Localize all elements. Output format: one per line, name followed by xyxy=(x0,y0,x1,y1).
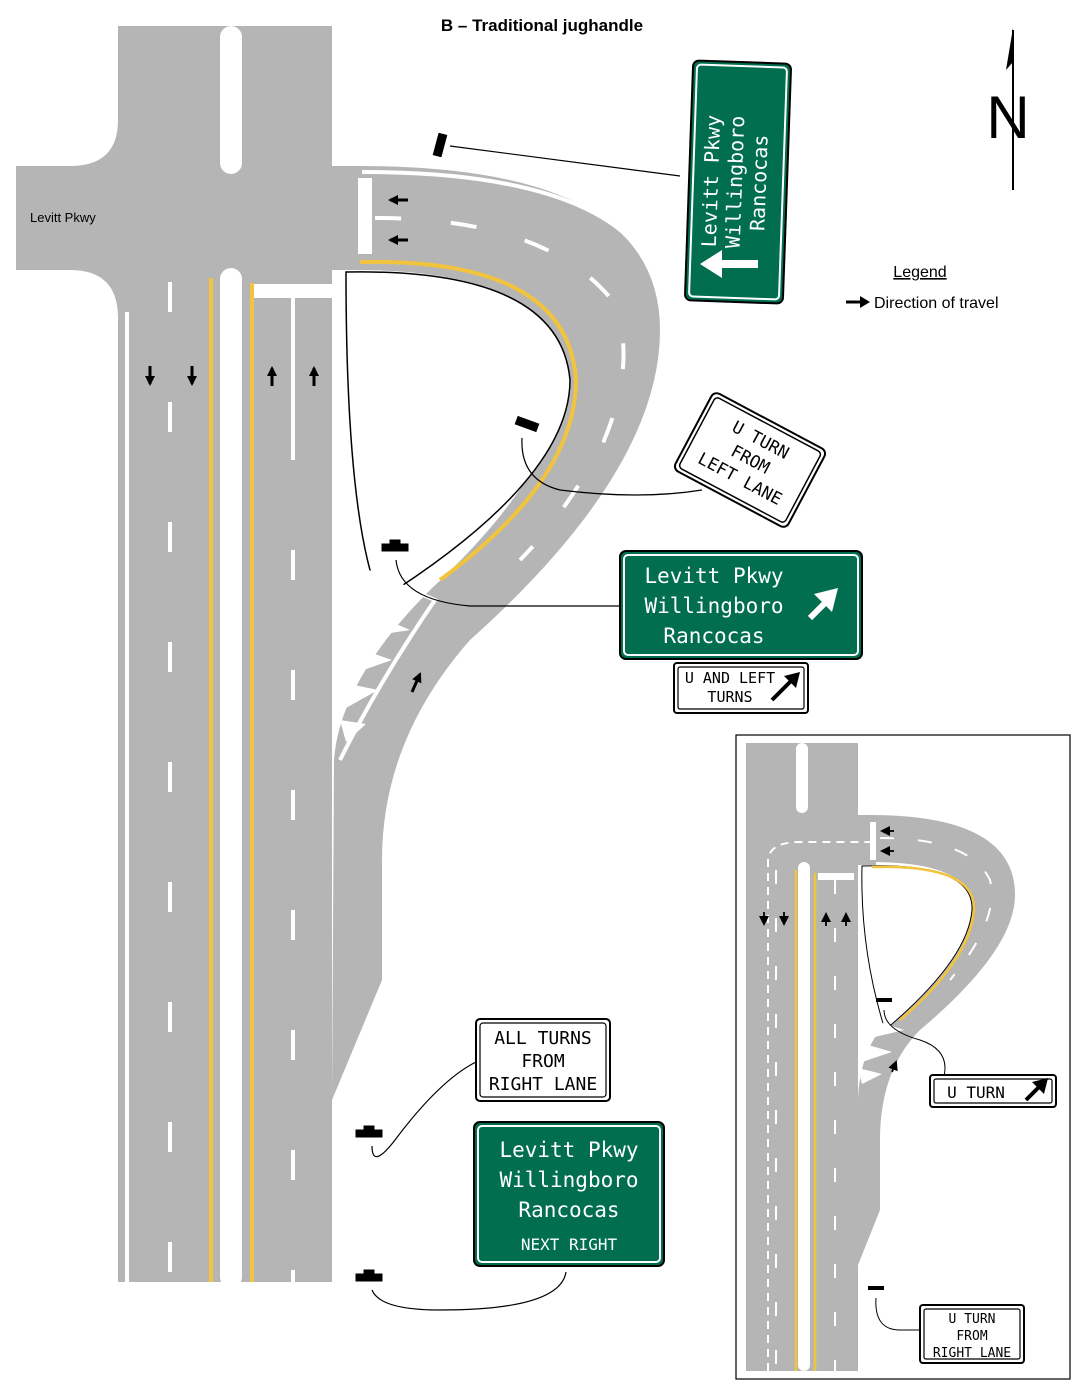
inset-panel xyxy=(735,734,1071,1380)
sign-line: FROM xyxy=(956,1329,987,1344)
sign-line: Rancocas xyxy=(663,624,764,648)
sign-line: FROM xyxy=(521,1051,565,1072)
arrow-up-right-icon xyxy=(1024,1078,1048,1102)
north-arrow-icon xyxy=(1006,28,1014,190)
sign-footer: NEXT RIGHT xyxy=(521,1235,618,1254)
arrow-up-right-icon xyxy=(807,588,838,621)
guide-exit-sign: Levitt Pkwy Willingboro Rancocas xyxy=(619,550,863,660)
guide-sign-line-1: Levitt Pkwy xyxy=(697,114,726,247)
arrow-left-icon xyxy=(700,250,758,278)
sign-line: Levitt Pkwy xyxy=(644,564,783,588)
arrow-right-icon xyxy=(846,296,870,308)
arrow-up-right-icon xyxy=(770,672,800,702)
sign-line: ALL TURNS xyxy=(494,1028,592,1049)
guide-sign-line-2: Willingboro xyxy=(721,115,750,248)
guide-sign-rotated: Levitt Pkwy Willingboro Rancocas xyxy=(684,59,792,305)
diagram-title: B – Traditional jughandle xyxy=(441,16,643,35)
legend-item-label: Direction of travel xyxy=(874,295,999,312)
sign-line: Levitt Pkwy xyxy=(499,1138,638,1162)
inset-u-turn-from-right-lane-sign: U TURN FROM RIGHT LANE xyxy=(919,1304,1025,1364)
compass-label: N xyxy=(986,84,1029,151)
all-turns-from-right-lane-sign: ALL TURNS FROM RIGHT LANE xyxy=(475,1018,611,1102)
sign-line: TURNS xyxy=(707,688,752,706)
main-roadway xyxy=(16,26,356,1288)
guide-sign-line-3: Rancocas xyxy=(745,134,772,231)
sign-line: RIGHT LANE xyxy=(933,1346,1011,1361)
inset-u-turn-sign: U TURN xyxy=(929,1074,1057,1108)
sign-line: U TURN xyxy=(947,1083,1005,1102)
sign-line: Willingboro xyxy=(499,1168,638,1192)
cross-street-label: Levitt Pkwy xyxy=(30,210,96,225)
sign-posts xyxy=(355,132,703,1311)
guide-advance-sign: Levitt Pkwy Willingboro Rancocas NEXT RI… xyxy=(473,1121,665,1267)
u-turn-from-left-lane-sign: U TURN FROM LEFT LANE xyxy=(673,392,827,528)
sign-line: U AND LEFT xyxy=(685,669,775,687)
sign-line: U TURN xyxy=(949,1312,996,1327)
sign-line: RIGHT LANE xyxy=(489,1074,597,1095)
jughandle-ramp xyxy=(332,166,671,1101)
direction-arrows xyxy=(145,195,422,693)
sign-line: Rancocas xyxy=(518,1198,619,1222)
legend-title: Legend xyxy=(893,264,946,281)
sign-line: Willingboro xyxy=(644,594,783,618)
u-and-left-turns-sign: U AND LEFT TURNS xyxy=(673,662,809,714)
